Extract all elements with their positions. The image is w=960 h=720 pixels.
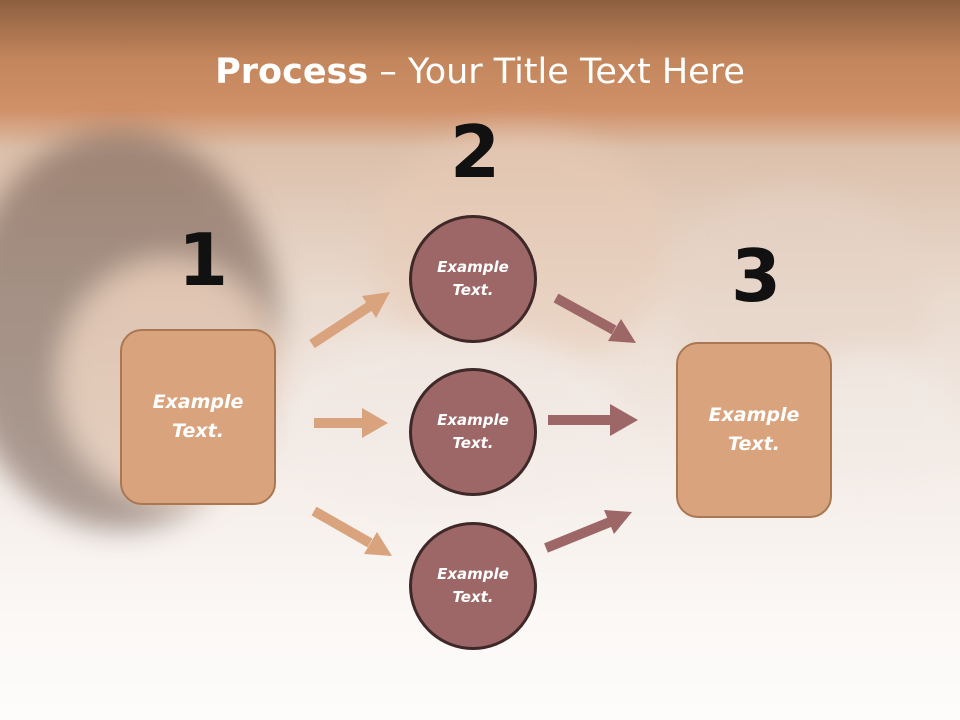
arrow-middle-to-3 [548, 404, 638, 436]
step-1-text-line2: Text. [172, 420, 224, 442]
circle-middle: Example Text. [409, 368, 537, 496]
title-bold: Process [215, 52, 369, 92]
arrow-1-to-bottom [311, 506, 392, 556]
step-3-box: Example Text. [676, 342, 832, 518]
circle-middle-line1: Example [437, 411, 509, 429]
step-1-text-line1: Example [152, 391, 244, 413]
circle-middle-line2: Text. [452, 434, 494, 452]
circle-top-line2: Text. [452, 281, 494, 299]
step-3-text-line1: Example [708, 404, 800, 426]
circle-bottom: Example Text. [409, 522, 537, 650]
arrow-bottom-to-3 [544, 510, 632, 553]
slide-title: Process – Your Title Text Here [0, 52, 960, 92]
arrow-1-to-middle [314, 408, 388, 438]
step-1-box: Example Text. [120, 329, 276, 505]
step-number-3: 3 [731, 234, 782, 318]
step-number-1: 1 [178, 218, 229, 302]
circle-top: Example Text. [409, 215, 537, 343]
arrow-top-to-3 [553, 293, 636, 343]
step-number-2: 2 [450, 110, 501, 194]
circle-bottom-line2: Text. [452, 588, 494, 606]
circle-bottom-line1: Example [437, 565, 509, 583]
step-3-text-line2: Text. [728, 433, 780, 455]
circle-top-line1: Example [437, 258, 509, 276]
title-rest: – Your Title Text Here [368, 52, 745, 92]
arrow-1-to-top [309, 292, 390, 349]
